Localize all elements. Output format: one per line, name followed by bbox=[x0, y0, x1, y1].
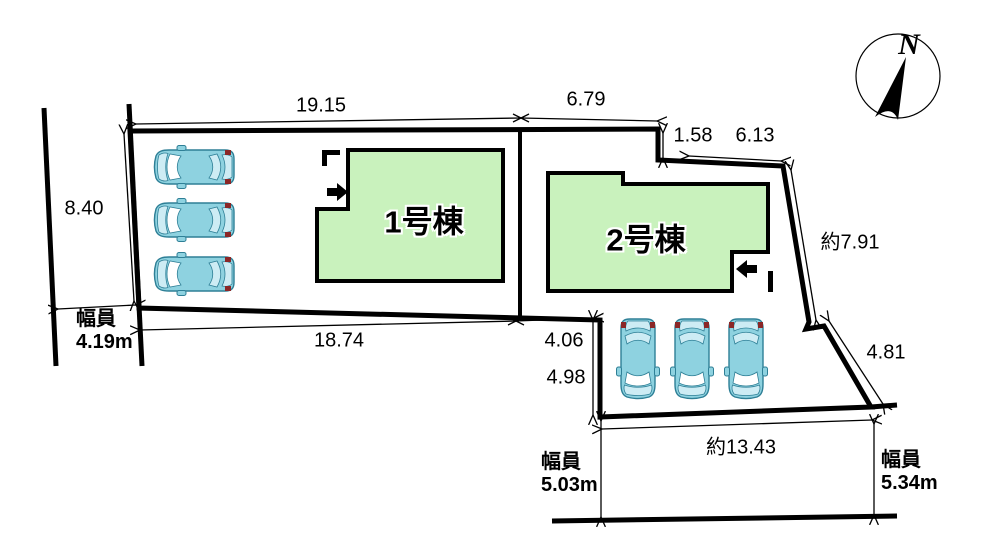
dimension-line-7-91 bbox=[791, 170, 816, 320]
south-road-outer-edge bbox=[551, 513, 898, 524]
entrance-arrow-building-1 bbox=[327, 183, 348, 201]
dimension-label-8-40: 8.40 bbox=[64, 197, 104, 220]
building-2-label: 2号棟 bbox=[606, 222, 686, 258]
dimension-break-tick bbox=[512, 113, 530, 123]
wall-mark-building-2 bbox=[768, 271, 773, 292]
dimension-label-18-74: 18.74 bbox=[313, 329, 365, 352]
dimension-label-6-13: 6.13 bbox=[735, 124, 775, 147]
dimension-line-18-74 bbox=[140, 320, 517, 330]
car-icon bbox=[153, 197, 235, 243]
building-2-outline bbox=[546, 171, 770, 293]
dimension-label-19-15: 19.15 bbox=[295, 94, 347, 117]
road-width-value: 5.34m bbox=[881, 472, 938, 494]
car-icon bbox=[153, 251, 235, 297]
dimension-break-tick bbox=[507, 316, 525, 326]
south-road-right-width-label: 幅員 5.34m bbox=[881, 449, 938, 495]
dimension-line-4-81 bbox=[829, 321, 883, 404]
dimension-line-6-13 bbox=[689, 156, 781, 161]
dimension-label-6-79: 6.79 bbox=[566, 88, 606, 111]
entrance-arrow-building-2 bbox=[736, 260, 757, 278]
dimension-label-13-43: 約13.43 bbox=[705, 436, 777, 459]
dimension-label-1-58: 1.58 bbox=[673, 124, 713, 147]
road-width-value: 4.19m bbox=[76, 331, 133, 353]
building-1-outline bbox=[315, 148, 505, 283]
car-icon bbox=[615, 318, 661, 400]
compass-north-label: N bbox=[898, 28, 920, 61]
road-width-value: 5.03m bbox=[541, 474, 598, 496]
building-1-label: 1号棟 bbox=[384, 204, 464, 240]
compass bbox=[855, 33, 941, 120]
corner-mark-building-1 bbox=[322, 150, 340, 166]
south-road-left-width-label: 幅員 5.03m bbox=[541, 451, 598, 497]
dimension-line-4-06 bbox=[515, 318, 594, 321]
car-icon bbox=[669, 318, 715, 400]
dimension-line-19-15 bbox=[136, 117, 522, 124]
dimension-label-7-91: 約7.91 bbox=[820, 231, 880, 254]
dimension-label-4-06: 4.06 bbox=[544, 329, 584, 352]
dimension-label-4-81: 4.81 bbox=[866, 341, 906, 364]
compass-needle-icon bbox=[875, 57, 906, 120]
road-width-title: 幅員 bbox=[541, 451, 581, 473]
dimension-line-13-43 bbox=[602, 420, 872, 429]
car-icon bbox=[153, 144, 235, 190]
dimension-line-6-79 bbox=[520, 118, 657, 121]
west-road-outer-edge bbox=[41, 107, 59, 367]
car-icon bbox=[723, 318, 769, 400]
dimension-label-4-98: 4.98 bbox=[546, 366, 586, 389]
southeast-boundary-extension bbox=[870, 402, 898, 410]
dimension-line-8-40 bbox=[124, 134, 134, 301]
road-width-title: 幅員 bbox=[881, 449, 921, 471]
dimension-line-road-west-width bbox=[58, 305, 136, 309]
road-width-title: 幅員 bbox=[76, 308, 116, 330]
west-road-width-label: 幅員 4.19m bbox=[76, 308, 133, 354]
